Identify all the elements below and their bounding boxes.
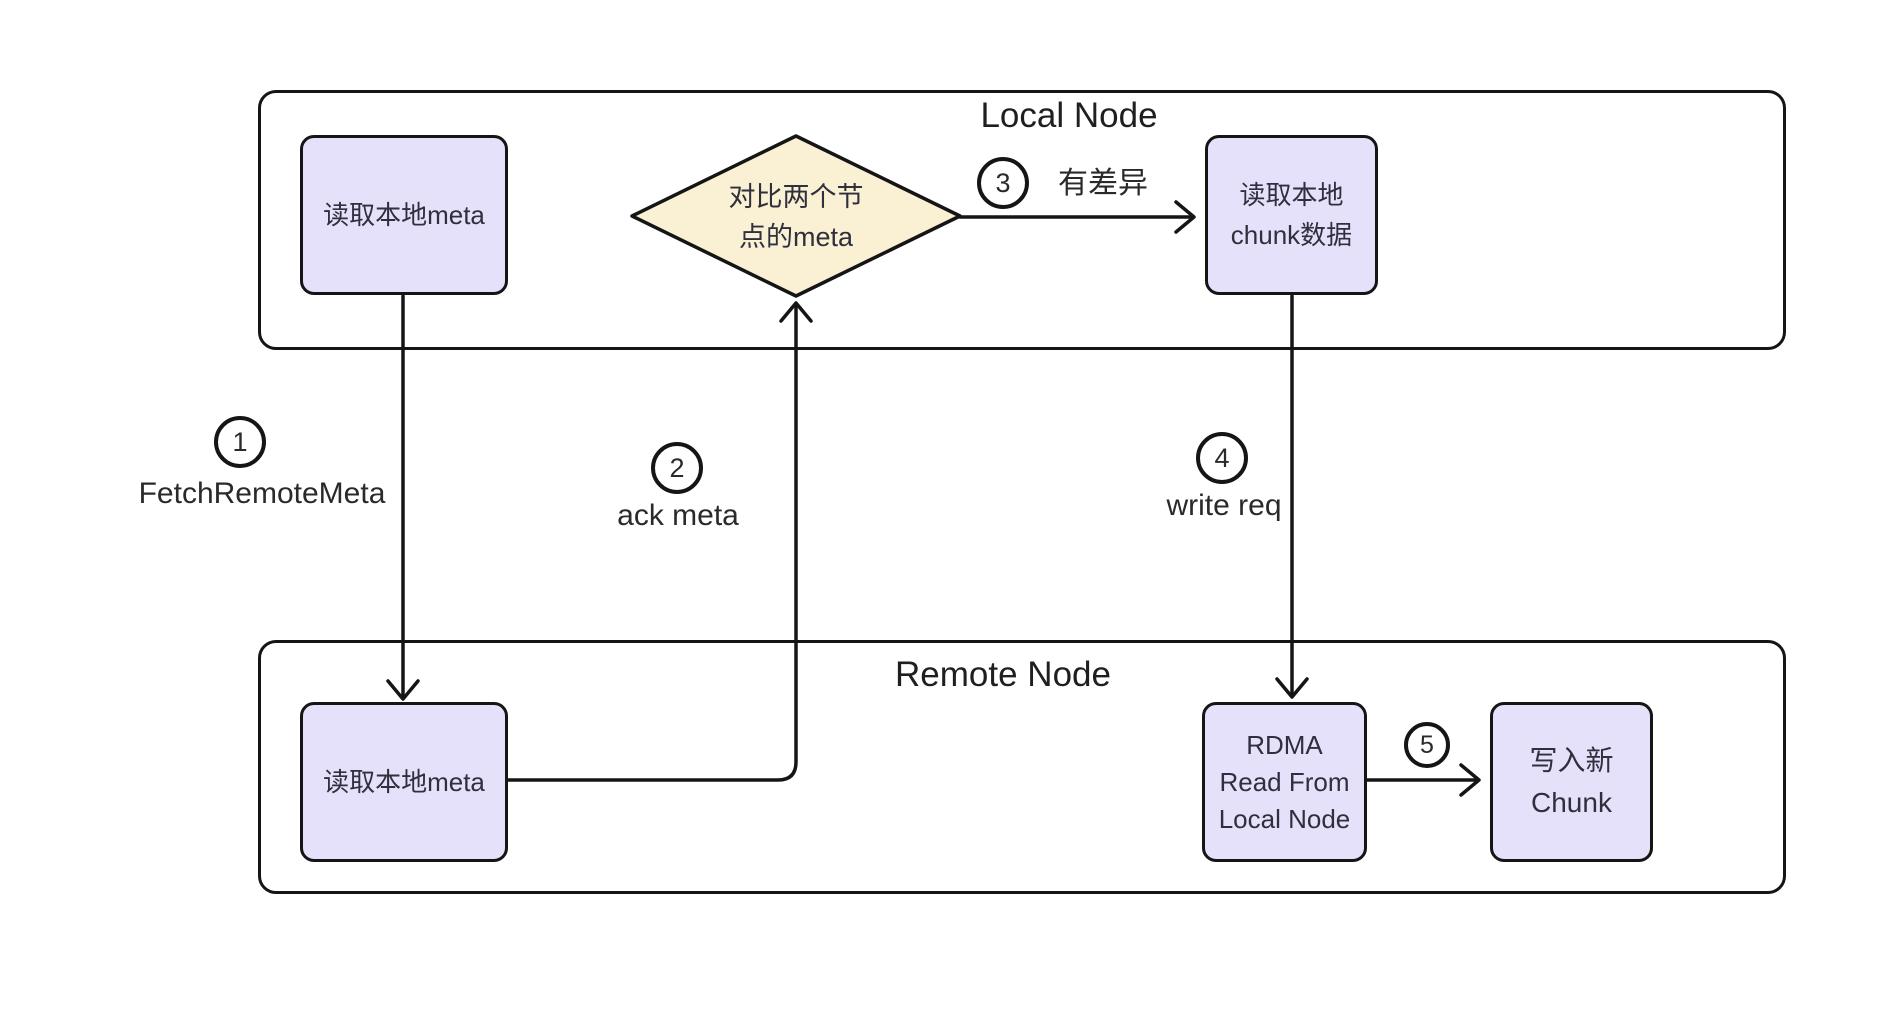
step-3-badge: 3 — [977, 157, 1029, 209]
local-node-container — [258, 90, 1786, 350]
has-diff-label: 有差异 — [1058, 167, 1148, 200]
step-2-badge: 2 — [651, 442, 703, 494]
step-4-badge: 4 — [1196, 432, 1248, 484]
fetch-remote-meta-label: FetchRemoteMeta — [138, 477, 386, 510]
remote-read-meta-box: 读取本地meta — [300, 702, 508, 862]
rdma-read-box: RDMA Read From Local Node — [1202, 702, 1367, 862]
remote-node-title: Remote Node — [895, 655, 1111, 694]
ack-meta-label: ack meta — [617, 499, 739, 532]
write-req-label: write req — [1166, 489, 1282, 522]
compare-meta-diamond-label: 对比两个节 点的meta — [728, 182, 864, 252]
local-node-title: Local Node — [980, 96, 1158, 135]
step-5-badge: 5 — [1404, 722, 1450, 768]
local-read-chunk-box: 读取本地 chunk数据 — [1205, 135, 1378, 295]
write-new-chunk-box: 写入新 Chunk — [1490, 702, 1653, 862]
local-read-meta-box: 读取本地meta — [300, 135, 508, 295]
arrow-fetch-remote-meta — [386, 294, 420, 701]
remote-node-container — [258, 640, 1786, 894]
step-1-badge: 1 — [214, 416, 266, 468]
